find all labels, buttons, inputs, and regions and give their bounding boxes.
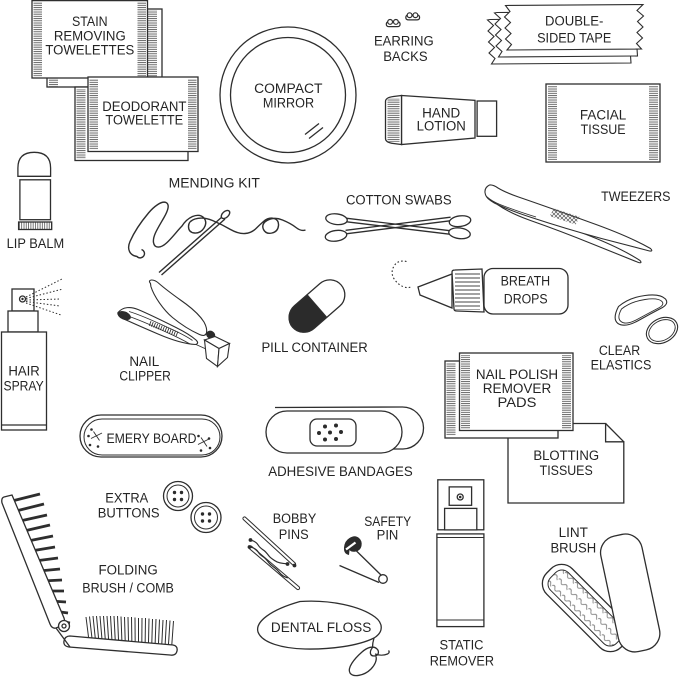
svg-text:BACKS: BACKS xyxy=(383,49,427,64)
svg-text:TISSUES: TISSUES xyxy=(540,463,593,478)
svg-text:TISSUE: TISSUE xyxy=(581,122,626,137)
svg-text:BOBBY: BOBBY xyxy=(273,511,317,526)
svg-text:PILL CONTAINER: PILL CONTAINER xyxy=(261,340,368,355)
svg-text:REMOVER: REMOVER xyxy=(430,654,495,669)
svg-text:BUTTONS: BUTTONS xyxy=(98,506,160,521)
svg-text:SIDED TAPE: SIDED TAPE xyxy=(537,31,611,46)
svg-text:LOTION: LOTION xyxy=(417,119,466,134)
svg-text:REMOVER: REMOVER xyxy=(483,381,552,396)
svg-text:MIRROR: MIRROR xyxy=(263,96,315,111)
svg-text:SAFETY: SAFETY xyxy=(364,514,411,529)
svg-text:LINT: LINT xyxy=(559,525,588,540)
svg-text:TOWELETTE: TOWELETTE xyxy=(105,113,183,128)
svg-text:DROPS: DROPS xyxy=(504,292,548,307)
svg-text:COTTON SWABS: COTTON SWABS xyxy=(346,193,452,208)
svg-text:DEODORANT: DEODORANT xyxy=(102,99,186,114)
svg-text:EXTRA: EXTRA xyxy=(105,491,148,506)
svg-text:COMPACT: COMPACT xyxy=(254,81,322,96)
svg-text:EMERY BOARD: EMERY BOARD xyxy=(106,431,196,446)
svg-text:BLOTTING: BLOTTING xyxy=(533,448,599,463)
svg-text:SPRAY: SPRAY xyxy=(4,378,44,393)
svg-text:STAIN: STAIN xyxy=(72,14,108,29)
svg-text:FOLDING: FOLDING xyxy=(99,563,158,578)
svg-text:ELASTICS: ELASTICS xyxy=(591,358,652,373)
svg-text:BRUSH / COMB: BRUSH / COMB xyxy=(82,581,174,596)
svg-text:PIN: PIN xyxy=(377,528,399,543)
svg-text:MENDING KIT: MENDING KIT xyxy=(169,176,260,191)
svg-text:NAIL: NAIL xyxy=(129,354,159,369)
svg-text:NAIL POLISH: NAIL POLISH xyxy=(476,367,558,382)
svg-text:EARRING: EARRING xyxy=(374,33,434,48)
svg-text:LIP BALM: LIP BALM xyxy=(7,236,65,251)
svg-text:STATIC: STATIC xyxy=(440,638,484,653)
svg-text:PADS: PADS xyxy=(498,395,537,410)
svg-text:PINS: PINS xyxy=(279,527,309,542)
svg-text:FACIAL: FACIAL xyxy=(580,108,626,123)
svg-text:BREATH: BREATH xyxy=(501,274,551,289)
svg-text:HAIR: HAIR xyxy=(8,363,40,378)
svg-text:TWEEZERS: TWEEZERS xyxy=(601,189,670,204)
svg-text:CLIPPER: CLIPPER xyxy=(119,368,171,383)
svg-text:BRUSH: BRUSH xyxy=(550,541,596,556)
svg-text:TOWELETTES: TOWELETTES xyxy=(45,43,134,58)
svg-text:ADHESIVE BANDAGES: ADHESIVE BANDAGES xyxy=(268,464,413,479)
svg-text:DOUBLE-: DOUBLE- xyxy=(545,14,603,29)
svg-text:DENTAL FLOSS: DENTAL FLOSS xyxy=(271,620,371,635)
svg-text:HAND: HAND xyxy=(422,106,460,121)
svg-text:REMOVING: REMOVING xyxy=(54,29,126,44)
svg-text:CLEAR: CLEAR xyxy=(599,343,641,358)
